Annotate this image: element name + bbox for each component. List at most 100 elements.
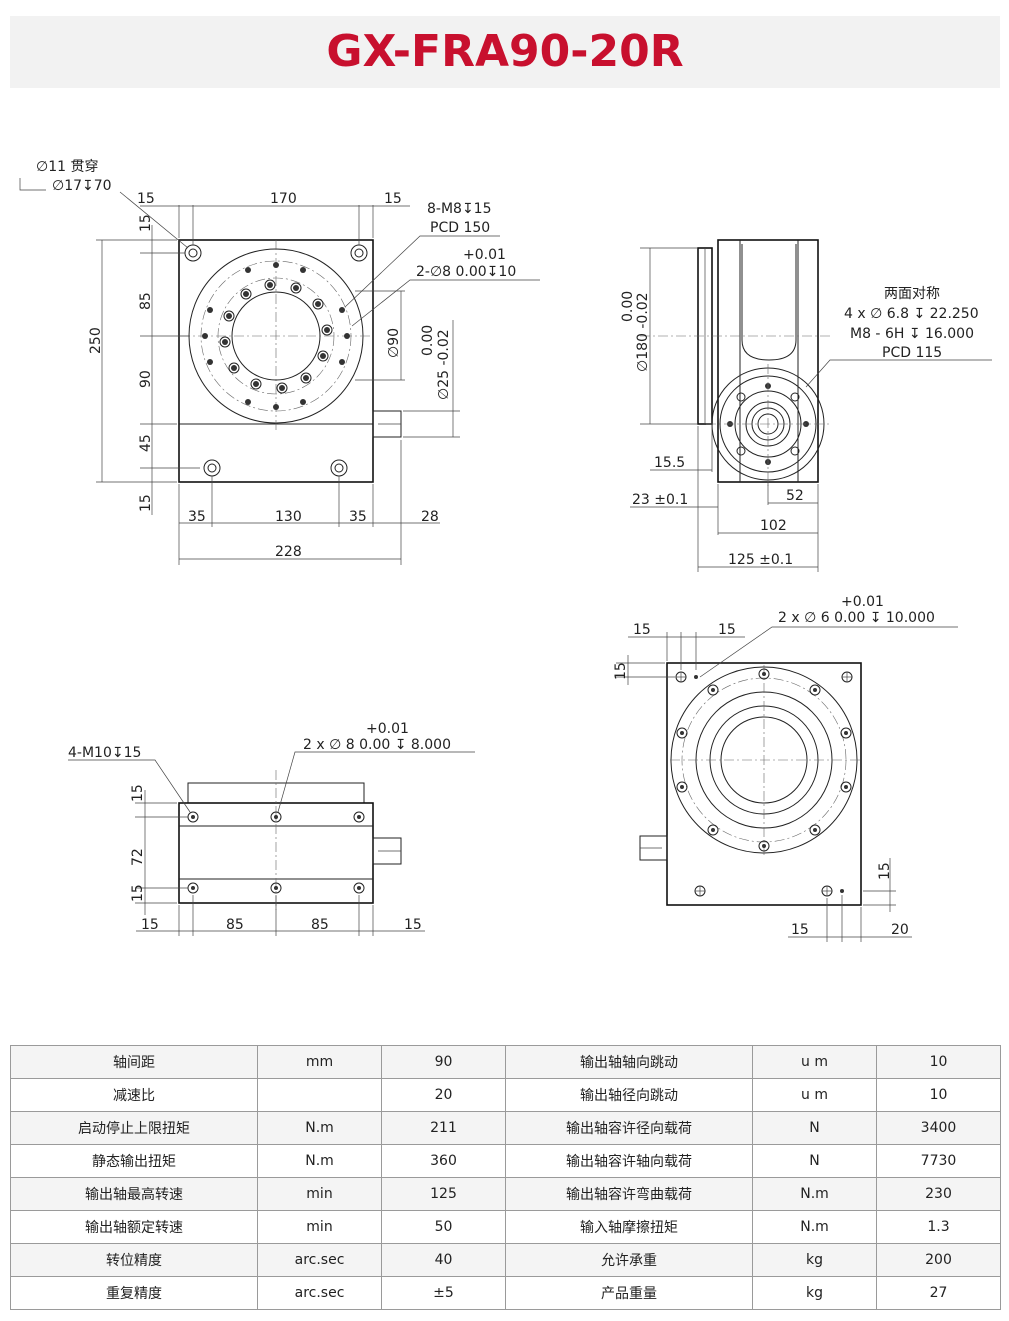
bottom-view: +0.01 2 x ∅ 6 0.00 ↧ 10.000 15 15 15 15 … bbox=[613, 594, 958, 942]
pin-hole-callout: 2 x ∅ 8 0.00 ↧ 8.000 bbox=[303, 737, 451, 753]
pcd-note: PCD 115 bbox=[882, 345, 942, 361]
param-value-cell: 27 bbox=[876, 1276, 1001, 1310]
dim-label: 15 bbox=[404, 917, 422, 933]
param-unit-cell bbox=[257, 1078, 382, 1112]
dim-label: 20 bbox=[891, 922, 909, 938]
dim-label: 35 bbox=[349, 509, 367, 525]
dim-label: 15 bbox=[130, 784, 146, 802]
dim-label: 15.5 bbox=[654, 455, 685, 471]
dim-label: 35 bbox=[188, 509, 206, 525]
param-name-cell: 转位精度 bbox=[10, 1243, 258, 1277]
dim-label: 15 bbox=[138, 214, 154, 232]
param-unit-cell: kg bbox=[752, 1276, 877, 1310]
flange-holes bbox=[202, 262, 350, 410]
pcd-callout: PCD 150 bbox=[430, 220, 490, 236]
side-view: 0.00 ∅180 -0.02 两面对称 4 x ∅ 6.8 ↧ 22.250 … bbox=[620, 239, 992, 572]
param-name-cell: 允许承重 bbox=[505, 1243, 753, 1277]
housing-slot bbox=[741, 244, 797, 361]
param-value-cell: 360 bbox=[381, 1144, 506, 1178]
param-name-cell: 输出轴容许轴向载荷 bbox=[505, 1144, 753, 1178]
param-value-cell: 211 bbox=[381, 1111, 506, 1145]
param-unit-cell: arc.sec bbox=[257, 1243, 382, 1277]
dim-label: 125 ±0.1 bbox=[728, 552, 793, 568]
param-unit-cell: min bbox=[257, 1210, 382, 1244]
page-title: GX-FRA90-20R bbox=[326, 26, 684, 77]
dim-label: 102 bbox=[760, 518, 787, 534]
param-name-cell: 输出轴最高转速 bbox=[10, 1177, 258, 1211]
dim-label: 130 bbox=[275, 509, 302, 525]
param-value-cell: 10 bbox=[876, 1045, 1001, 1079]
param-value-cell: 125 bbox=[381, 1177, 506, 1211]
tapped-hole-callout: 4-M10↧15 bbox=[68, 745, 141, 761]
param-unit-cell: N.m bbox=[257, 1144, 382, 1178]
tolerance-label: 0.00 bbox=[420, 325, 436, 356]
top-view: ∅11 贯穿 ∅17↧70 170 15 15 15 85 250 90 45 … bbox=[19, 159, 540, 565]
param-name-cell: 输入轴摩擦扭矩 bbox=[505, 1210, 753, 1244]
thread-note: M8 - 6H ↧ 16.000 bbox=[850, 326, 974, 342]
param-name-cell: 输出轴轴向跳动 bbox=[505, 1045, 753, 1079]
dim-label: 15 bbox=[613, 662, 629, 680]
tolerance-label: +0.01 bbox=[463, 247, 506, 263]
tolerance-label: +0.01 bbox=[366, 721, 409, 737]
dim-label: 72 bbox=[130, 848, 146, 866]
dim-label: 15 bbox=[384, 191, 402, 207]
param-value-cell: 7730 bbox=[876, 1144, 1001, 1178]
param-unit-cell: N.m bbox=[257, 1111, 382, 1145]
param-value-cell: 20 bbox=[381, 1078, 506, 1112]
technical-drawing: ∅11 贯穿 ∅17↧70 170 15 15 15 85 250 90 45 … bbox=[19, 159, 992, 942]
dim-label: 85 bbox=[226, 917, 244, 933]
housing-bottom bbox=[666, 662, 862, 906]
param-value-cell: 90 bbox=[381, 1045, 506, 1079]
tolerance-label: 0.00 bbox=[620, 291, 636, 322]
dim-label: 85 bbox=[138, 292, 154, 310]
counterbore-note: ∅17↧70 bbox=[52, 178, 112, 194]
param-name-cell: 减速比 bbox=[10, 1078, 258, 1112]
dim-label: ∅25 -0.02 bbox=[436, 329, 452, 400]
param-unit-cell: u m bbox=[752, 1078, 877, 1112]
dim-label: 15 bbox=[141, 917, 159, 933]
hole-note: 4 x ∅ 6.8 ↧ 22.250 bbox=[844, 306, 979, 322]
param-value-cell: 3400 bbox=[876, 1111, 1001, 1145]
param-name-cell: 输出轴容许弯曲载荷 bbox=[505, 1177, 753, 1211]
param-unit-cell: N bbox=[752, 1111, 877, 1145]
dim-label: 28 bbox=[421, 509, 439, 525]
param-value-cell: 50 bbox=[381, 1210, 506, 1244]
param-name-cell: 输出轴额定转速 bbox=[10, 1210, 258, 1244]
tapped-hole-callout: 8-M8↧15 bbox=[427, 201, 492, 217]
dim-label: 90 bbox=[138, 370, 154, 388]
through-hole-note: ∅11 贯穿 bbox=[36, 159, 98, 175]
param-value-cell: 230 bbox=[876, 1177, 1001, 1211]
pin-hole-callout: 2-∅8 0.00↧10 bbox=[416, 264, 516, 280]
dim-label: 170 bbox=[270, 191, 297, 207]
param-unit-cell: N.m bbox=[752, 1177, 877, 1211]
param-name-cell: 静态输出扭矩 bbox=[10, 1144, 258, 1178]
dim-label: 15 bbox=[877, 862, 893, 880]
dim-label: 85 bbox=[311, 917, 329, 933]
param-unit-cell: min bbox=[257, 1177, 382, 1211]
param-name-cell: 输出轴径向跳动 bbox=[505, 1078, 753, 1112]
dim-label: ∅180 -0.02 bbox=[635, 292, 651, 372]
param-value-cell: ±5 bbox=[381, 1276, 506, 1310]
dim-label: 52 bbox=[786, 488, 804, 504]
param-unit-cell: arc.sec bbox=[257, 1276, 382, 1310]
param-unit-cell: kg bbox=[752, 1243, 877, 1277]
dim-label: 15 bbox=[130, 884, 146, 902]
dim-label: 15 bbox=[633, 622, 651, 638]
param-value-cell: 40 bbox=[381, 1243, 506, 1277]
dim-label: ∅90 bbox=[386, 328, 402, 358]
param-value-cell: 200 bbox=[876, 1243, 1001, 1277]
param-value-cell: 1.3 bbox=[876, 1210, 1001, 1244]
param-name-cell: 输出轴容许径向载荷 bbox=[505, 1111, 753, 1145]
bolt-hole bbox=[350, 244, 368, 262]
param-unit-cell: mm bbox=[257, 1045, 382, 1079]
param-value-cell: 10 bbox=[876, 1078, 1001, 1112]
param-name-cell: 启动停止上限扭矩 bbox=[10, 1111, 258, 1145]
tolerance-label: +0.01 bbox=[841, 594, 884, 610]
dim-label: 15 bbox=[718, 622, 736, 638]
